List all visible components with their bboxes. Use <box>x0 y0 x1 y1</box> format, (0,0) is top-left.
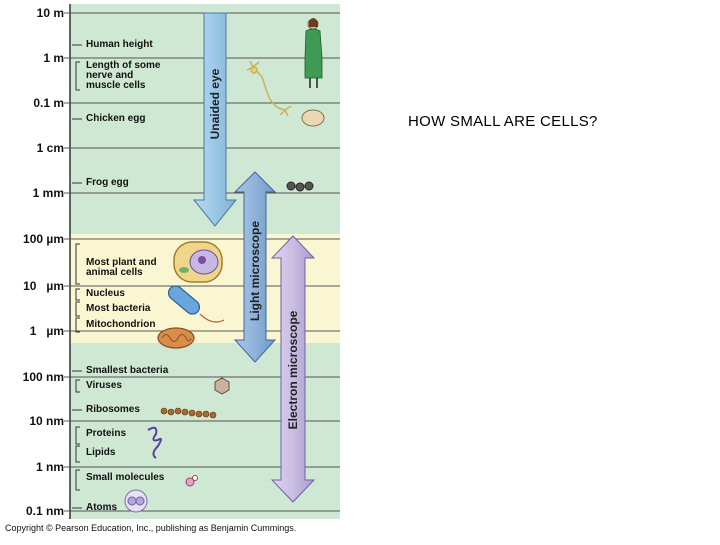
object-ticks <box>72 44 82 509</box>
frog-egg-icon <box>286 181 314 192</box>
label-nerve-line1: Length of some <box>86 60 161 71</box>
scale-label: 100 µm <box>23 232 64 246</box>
mitochondrion-icon <box>157 327 195 349</box>
label-frog-egg: Frog egg <box>86 177 129 188</box>
copyright-notice: Copyright © Pearson Education, Inc., pub… <box>5 523 297 533</box>
scale-label: 1 µm <box>29 324 64 338</box>
human-figure-icon <box>304 18 323 88</box>
electron-microscope-label: Electron microscope <box>286 310 300 430</box>
label-most-bacteria: Most bacteria <box>86 303 151 314</box>
scale-label: 1 cm <box>36 141 64 155</box>
label-human-height: Human height <box>86 39 153 50</box>
side-title: HOW SMALL ARE CELLS? <box>408 113 598 130</box>
label-small-molecules: Small molecules <box>86 472 165 483</box>
scale-label: 0.1 nm <box>25 504 64 518</box>
label-chicken-egg: Chicken egg <box>86 113 146 124</box>
label-ribosomes: Ribosomes <box>86 404 140 415</box>
label-smallest-bacteria: Smallest bacteria <box>86 365 169 376</box>
plant-cell-icon <box>173 241 223 283</box>
label-atoms: Atoms <box>86 502 118 513</box>
label-nucleus: Nucleus <box>86 288 125 299</box>
gridlines <box>64 12 340 512</box>
protein-icon <box>147 426 162 459</box>
label-nerve-line3: muscle cells <box>86 80 146 91</box>
small-molecule-icon <box>185 475 198 487</box>
unaided-eye-label: Unaided eye <box>208 68 222 140</box>
atoms-icon <box>124 489 148 513</box>
scale-label: 10 µm <box>23 279 64 293</box>
label-viruses: Viruses <box>86 380 122 391</box>
electron-microscope-arrow <box>270 235 316 503</box>
scale-label: 100 nm <box>22 370 64 384</box>
scale-label: 10 m <box>36 6 64 20</box>
bacterium-icon <box>167 285 225 323</box>
scale-label: 0.1 m <box>33 96 64 110</box>
chicken-egg-icon <box>301 109 325 127</box>
label-nerve-line2: nerve and <box>86 70 134 81</box>
label-plant-line1: Most plant and <box>86 257 157 268</box>
scale-label: 10 nm <box>29 414 64 428</box>
label-mitochondrion: Mitochondrion <box>86 319 156 330</box>
label-lipids: Lipids <box>86 447 116 458</box>
scale-label: 1 nm <box>35 460 64 474</box>
light-microscope-arrow <box>233 171 277 363</box>
light-microscope-label: Light microscope <box>248 221 262 322</box>
scale-label: 1 mm <box>32 186 64 200</box>
label-plant-line2: animal cells <box>86 267 143 278</box>
nerve-cell-icon <box>246 60 292 117</box>
ribosomes-icon <box>160 407 217 419</box>
unaided-eye-arrow <box>192 12 238 227</box>
label-proteins: Proteins <box>86 428 127 439</box>
virus-icon <box>214 377 230 395</box>
scale-label: 1 m <box>43 51 64 65</box>
